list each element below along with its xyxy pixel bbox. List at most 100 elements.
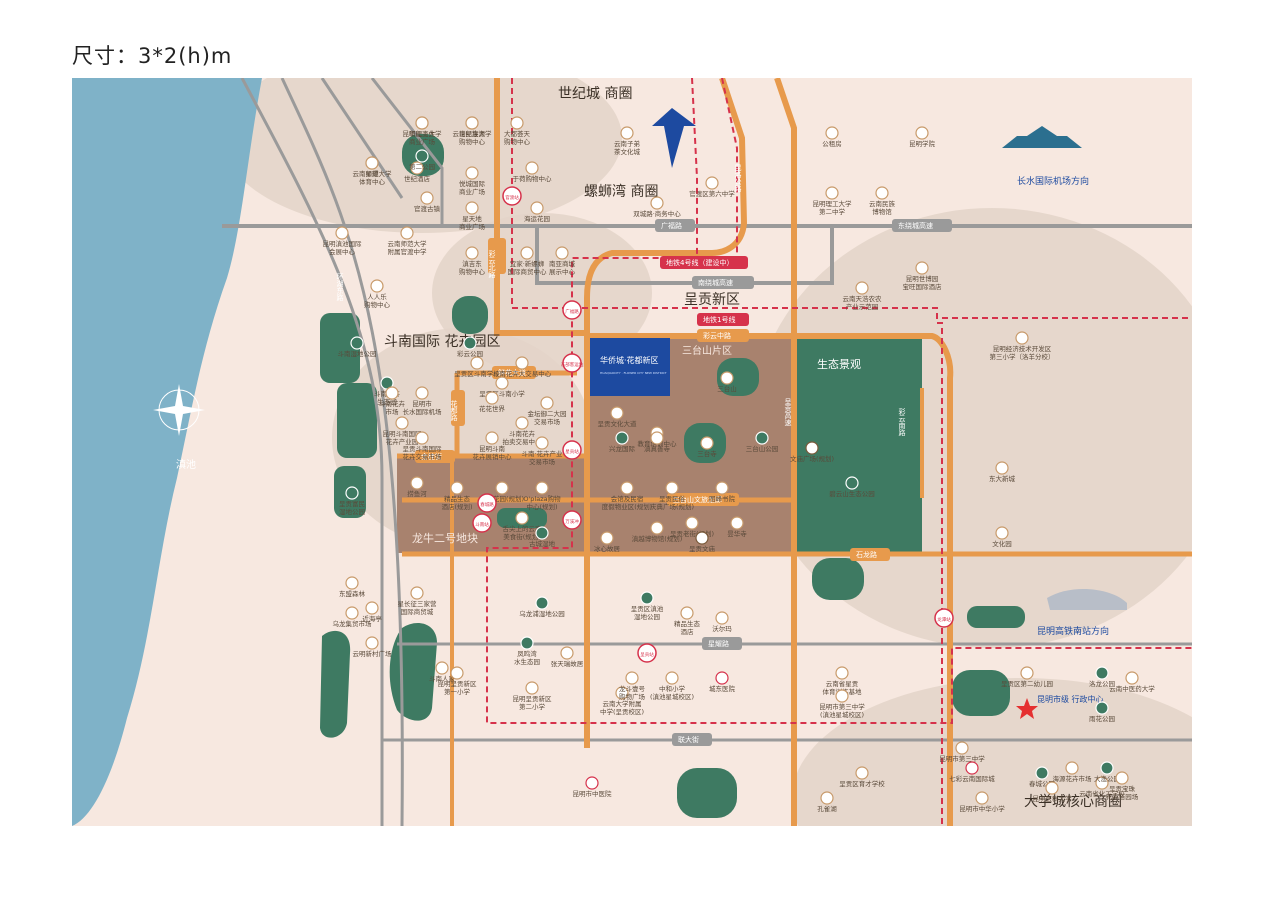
poi-99[interactable]: 大渔公园 bbox=[1094, 761, 1120, 783]
poi-29[interactable]: 呈贡区斗南小学 bbox=[479, 376, 525, 398]
poi-90[interactable]: 雨花公园 bbox=[1089, 701, 1115, 723]
poi-20[interactable]: 彩云公园 bbox=[457, 336, 483, 358]
poi-96[interactable]: 昆明市中华小学 bbox=[959, 791, 1005, 813]
poi-85[interactable]: 昆明市第三中学(滇池星城校区) bbox=[819, 689, 865, 719]
poi-36[interactable]: 捞鱼河 bbox=[407, 476, 427, 498]
poi-38[interactable]: 立体花园(规划) bbox=[480, 481, 524, 503]
poi-79[interactable]: 张天瑞故居 bbox=[551, 646, 584, 668]
poi-13[interactable]: 官渡区第六中学 bbox=[689, 176, 735, 198]
poi-75[interactable]: 乌龙浦湿地公园 bbox=[519, 596, 565, 618]
poi-78[interactable]: 沃尔玛 bbox=[712, 611, 732, 633]
poi-106[interactable]: 云南民族大学 bbox=[453, 116, 493, 138]
poi-91[interactable]: 七彩云南国际城 bbox=[949, 761, 995, 783]
poi-101[interactable]: 海源花卉市场 bbox=[1053, 761, 1093, 783]
poi-73[interactable]: 斗南人家 bbox=[429, 661, 456, 683]
poi-95[interactable]: 昆明市第三中学 bbox=[939, 741, 985, 763]
poi-53[interactable]: 滇越博物馆(规划) bbox=[632, 521, 683, 543]
poi-60[interactable]: 文化园 bbox=[992, 526, 1012, 548]
poi-8[interactable]: 第二公园 bbox=[409, 149, 435, 171]
poi-41[interactable]: 古城湿地 bbox=[529, 526, 556, 548]
poi-58[interactable]: 碧云山生态公园 bbox=[829, 476, 875, 498]
poi-104[interactable]: 云南师范大学 bbox=[353, 156, 393, 178]
poi-26[interactable]: 呈贡区斗南学校 bbox=[454, 356, 500, 378]
poi-88[interactable]: 呈贡区第二幼儿园 bbox=[1001, 666, 1053, 688]
poi-6[interactable]: 于荷购物中心 bbox=[513, 161, 553, 183]
project-block[interactable] bbox=[590, 338, 670, 396]
poi-72[interactable]: 近海亭 bbox=[362, 601, 382, 623]
poi-55[interactable]: 昙华寺 bbox=[727, 516, 747, 538]
poi-94[interactable]: 云南省化工学校 bbox=[1079, 776, 1125, 798]
poi-28[interactable]: 斗南花卉大交易中心 bbox=[493, 356, 552, 378]
metro-station-8[interactable]: 春城路 bbox=[477, 493, 497, 513]
poi-22[interactable]: 斗南湿地公园 bbox=[338, 336, 377, 358]
poi-44[interactable]: 三台山 bbox=[717, 371, 737, 393]
poi-61[interactable]: 公租房 bbox=[822, 126, 842, 148]
metro-station-0[interactable]: 官渡站 bbox=[502, 186, 522, 206]
poi-46[interactable]: 滇真善寺 bbox=[644, 431, 671, 453]
metro-station-2[interactable]: 东部客运站 bbox=[561, 353, 584, 373]
metro-station-7[interactable]: 龙潭站 bbox=[934, 608, 954, 628]
poi-56[interactable]: 呈贡文庙 bbox=[689, 531, 716, 553]
poi-93[interactable]: 呈贡区育才学校 bbox=[839, 766, 885, 788]
metro-station-5[interactable]: 万溪冲 bbox=[562, 510, 582, 530]
poi-59[interactable]: 东大新城 bbox=[989, 461, 1016, 483]
poi-103[interactable]: 云南中医药大学 bbox=[1109, 671, 1155, 693]
poi-52[interactable]: 冰心故居 bbox=[594, 531, 621, 553]
poi-86[interactable]: 中和小学(滇池星城校区) bbox=[650, 671, 694, 701]
poi-97[interactable]: 孔雀湖 bbox=[817, 791, 837, 813]
poi-102[interactable]: 昆明医科大学 bbox=[1033, 781, 1073, 803]
poi-9[interactable]: 官渡古镇 bbox=[414, 191, 441, 213]
poi-68[interactable]: 东盟森林 bbox=[339, 576, 366, 598]
poi-12[interactable]: 双城路·商务中心 bbox=[633, 196, 681, 218]
poi-71[interactable]: 云明新村广场 bbox=[353, 636, 393, 658]
poi-57[interactable]: 文庙广场(规划) bbox=[790, 441, 834, 463]
poi-11[interactable]: 海运花园 bbox=[524, 201, 550, 223]
poi-105[interactable]: 昆明理工大学 bbox=[403, 116, 443, 138]
metro-station-3[interactable]: 星贡站 bbox=[562, 440, 582, 460]
poi-89[interactable]: 洛龙公园 bbox=[1089, 666, 1115, 688]
poi-54[interactable]: 呈贡老街(规划) bbox=[670, 516, 714, 538]
poi-47[interactable]: 三台寺 bbox=[697, 436, 717, 458]
poi-31[interactable]: 花花世界 bbox=[479, 391, 506, 413]
area-map[interactable]: 滇池 生态景观 bbox=[72, 78, 1192, 826]
metro-station-6[interactable]: 呈贡站 bbox=[637, 643, 657, 663]
poi-70[interactable]: 乌龙集贸市场 bbox=[333, 606, 373, 628]
poi-45[interactable]: 兴龙国际 bbox=[609, 431, 636, 453]
poi-87[interactable]: 城东医院 bbox=[709, 671, 736, 693]
poi-4[interactable]: 世纪酒店 bbox=[404, 161, 431, 183]
poi-92[interactable]: 昆明市中医院 bbox=[573, 776, 613, 798]
poi-48[interactable]: 三台山公园 bbox=[746, 431, 779, 453]
poi-51[interactable]: 图峰书院 bbox=[709, 481, 736, 503]
